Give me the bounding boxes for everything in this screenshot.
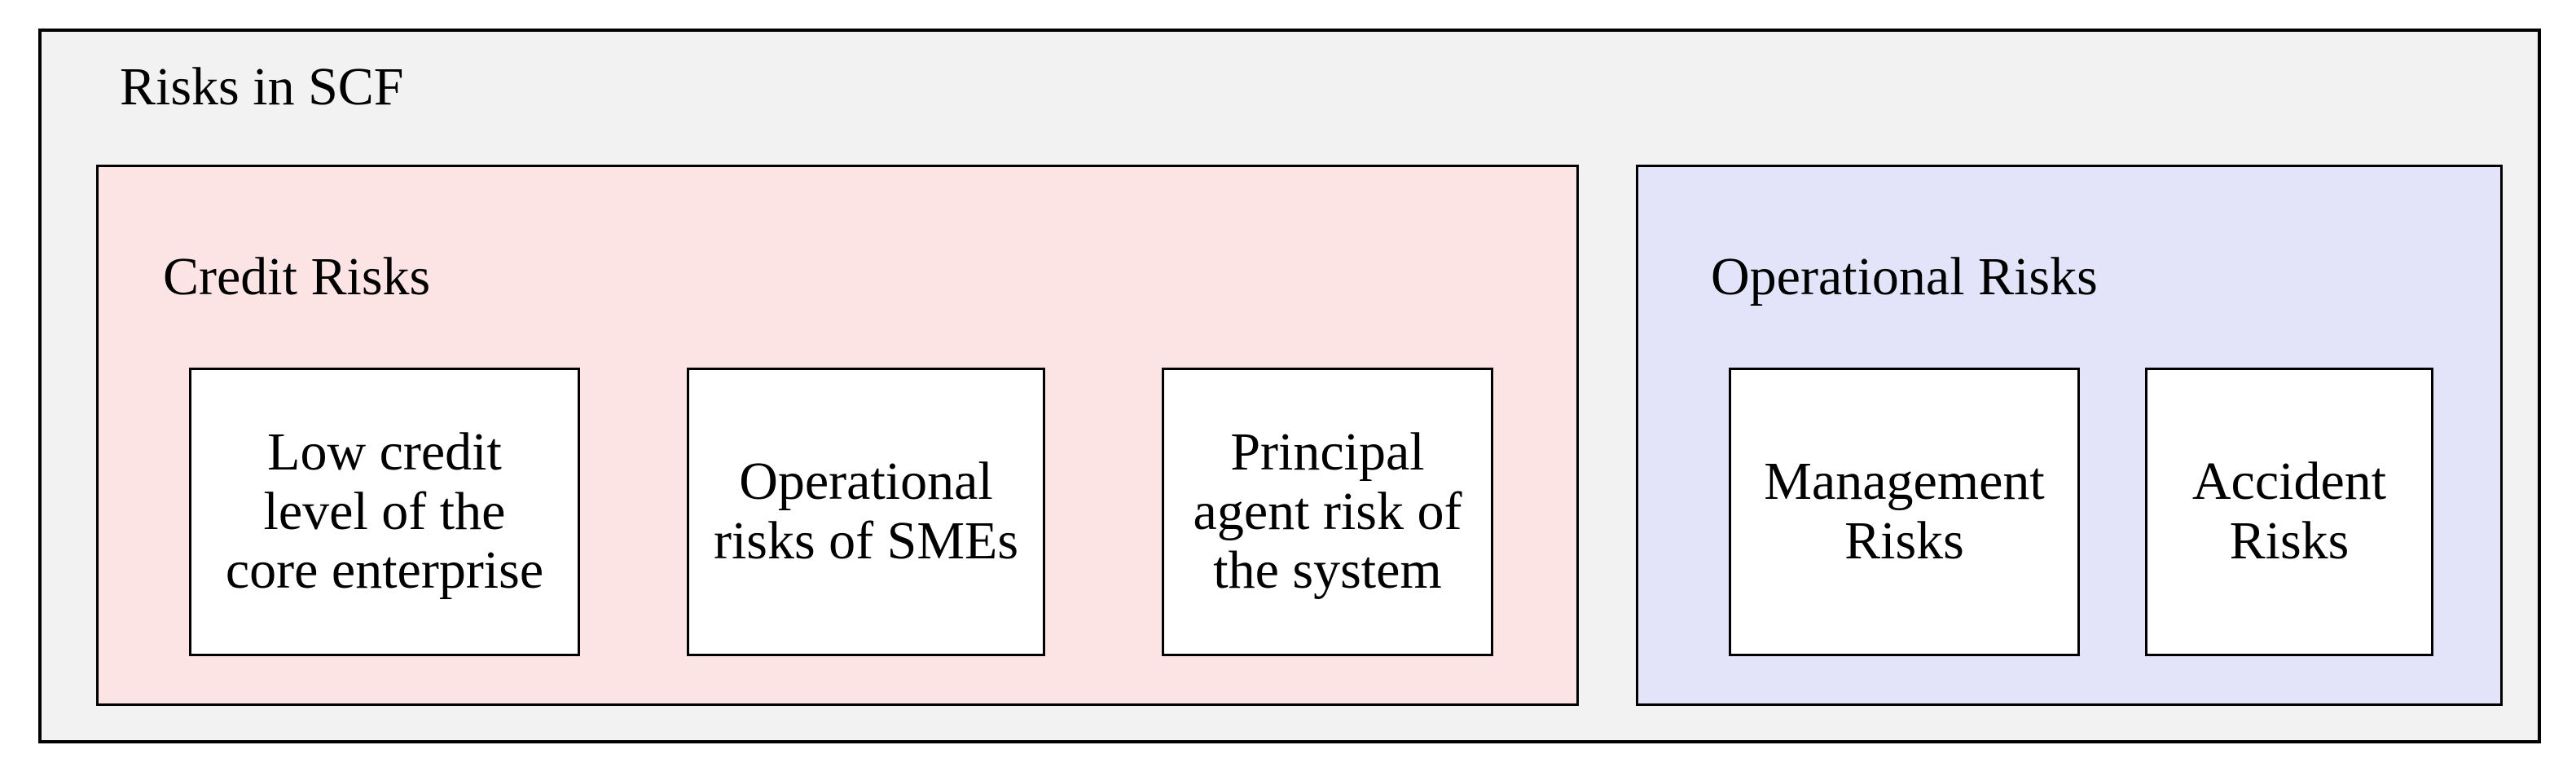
operational-risks-group: Operational Risks Management Risks Accid… (1636, 165, 2503, 706)
item-principal-agent-risk: Principal agent risk of the system (1162, 368, 1493, 656)
item-low-credit-level: Low credit level of the core enterprise (189, 368, 580, 656)
operational-risks-label: Operational Risks (1711, 247, 2098, 306)
item-operational-risks-smes: Operational risks of SMEs (687, 368, 1045, 656)
risks-in-scf-container: Risks in SCF Credit Risks Low credit lev… (38, 29, 2541, 743)
credit-risks-label: Credit Risks (163, 247, 431, 306)
credit-risks-group: Credit Risks Low credit level of the cor… (96, 165, 1579, 706)
item-accident-risks: Accident Risks (2145, 368, 2433, 656)
item-management-risks: Management Risks (1729, 368, 2080, 656)
diagram-title: Risks in SCF (120, 57, 404, 117)
